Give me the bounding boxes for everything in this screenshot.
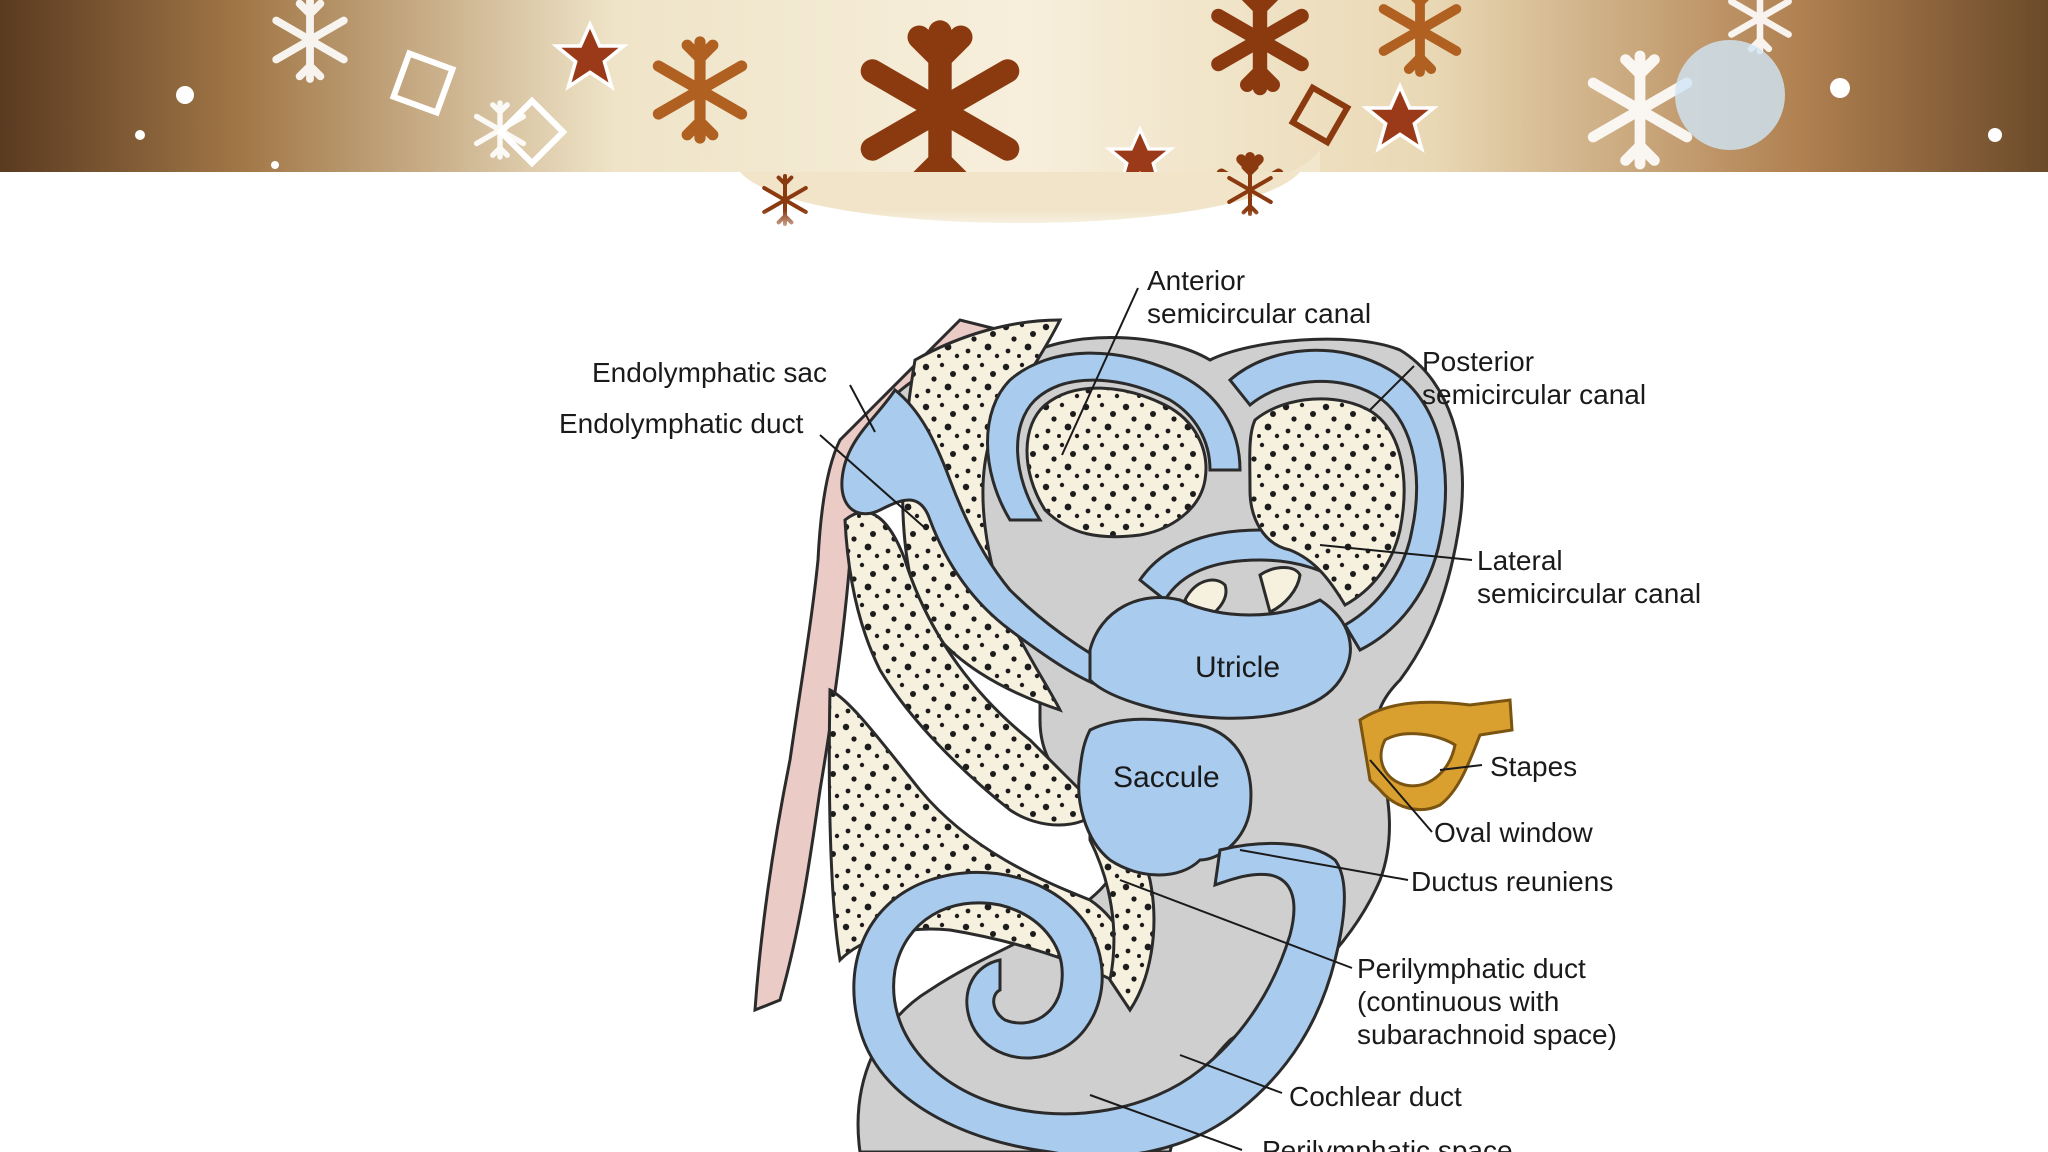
label-ductus-reuniens: Ductus reuniens bbox=[1411, 866, 1613, 897]
saccule bbox=[1077, 717, 1253, 877]
label-posterior-canal-2: semicircular canal bbox=[1422, 379, 1646, 410]
snowflake-banner bbox=[0, 0, 2048, 240]
posterior-canal-bone bbox=[1248, 397, 1406, 608]
label-perilymphatic-duct-2: (continuous with bbox=[1357, 986, 1559, 1017]
label-perilymphatic-space: Perilymphatic space bbox=[1262, 1135, 1513, 1152]
endolymphatic-sac bbox=[840, 387, 1123, 692]
label-endolymphatic-duct: Endolymphatic duct bbox=[559, 408, 804, 439]
leader-lines bbox=[819, 287, 1483, 1151]
stapes bbox=[1358, 698, 1514, 812]
utricle bbox=[1088, 595, 1352, 720]
posterior-semicircular-canal bbox=[1227, 348, 1448, 652]
label-posterior-canal-1: Posterior bbox=[1422, 346, 1534, 377]
label-perilymphatic-duct-1: Perilymphatic duct bbox=[1357, 953, 1586, 984]
label-lateral-canal-2: semicircular canal bbox=[1477, 578, 1701, 609]
label-endolymphatic-sac: Endolymphatic sac bbox=[592, 357, 827, 388]
label-oval-window: Oval window bbox=[1434, 817, 1594, 848]
label-cochlear-duct: Cochlear duct bbox=[1289, 1081, 1462, 1112]
cochlear-duct bbox=[852, 841, 1346, 1152]
label-perilymphatic-duct-3: subarachnoid space) bbox=[1357, 1019, 1617, 1050]
label-lateral-canal-1: Lateral bbox=[1477, 545, 1563, 576]
anterior-semicircular-canal bbox=[986, 351, 1242, 522]
label-anterior-canal-1: Anterior bbox=[1147, 265, 1245, 296]
label-utricle: Utricle bbox=[1195, 651, 1280, 684]
label-saccule: Saccule bbox=[1113, 761, 1220, 794]
label-stapes: Stapes bbox=[1490, 751, 1577, 782]
lateral-canal-bone-right bbox=[1258, 566, 1302, 615]
label-anterior-canal-2: semicircular canal bbox=[1147, 298, 1371, 329]
anterior-canal-bone bbox=[1025, 386, 1208, 539]
